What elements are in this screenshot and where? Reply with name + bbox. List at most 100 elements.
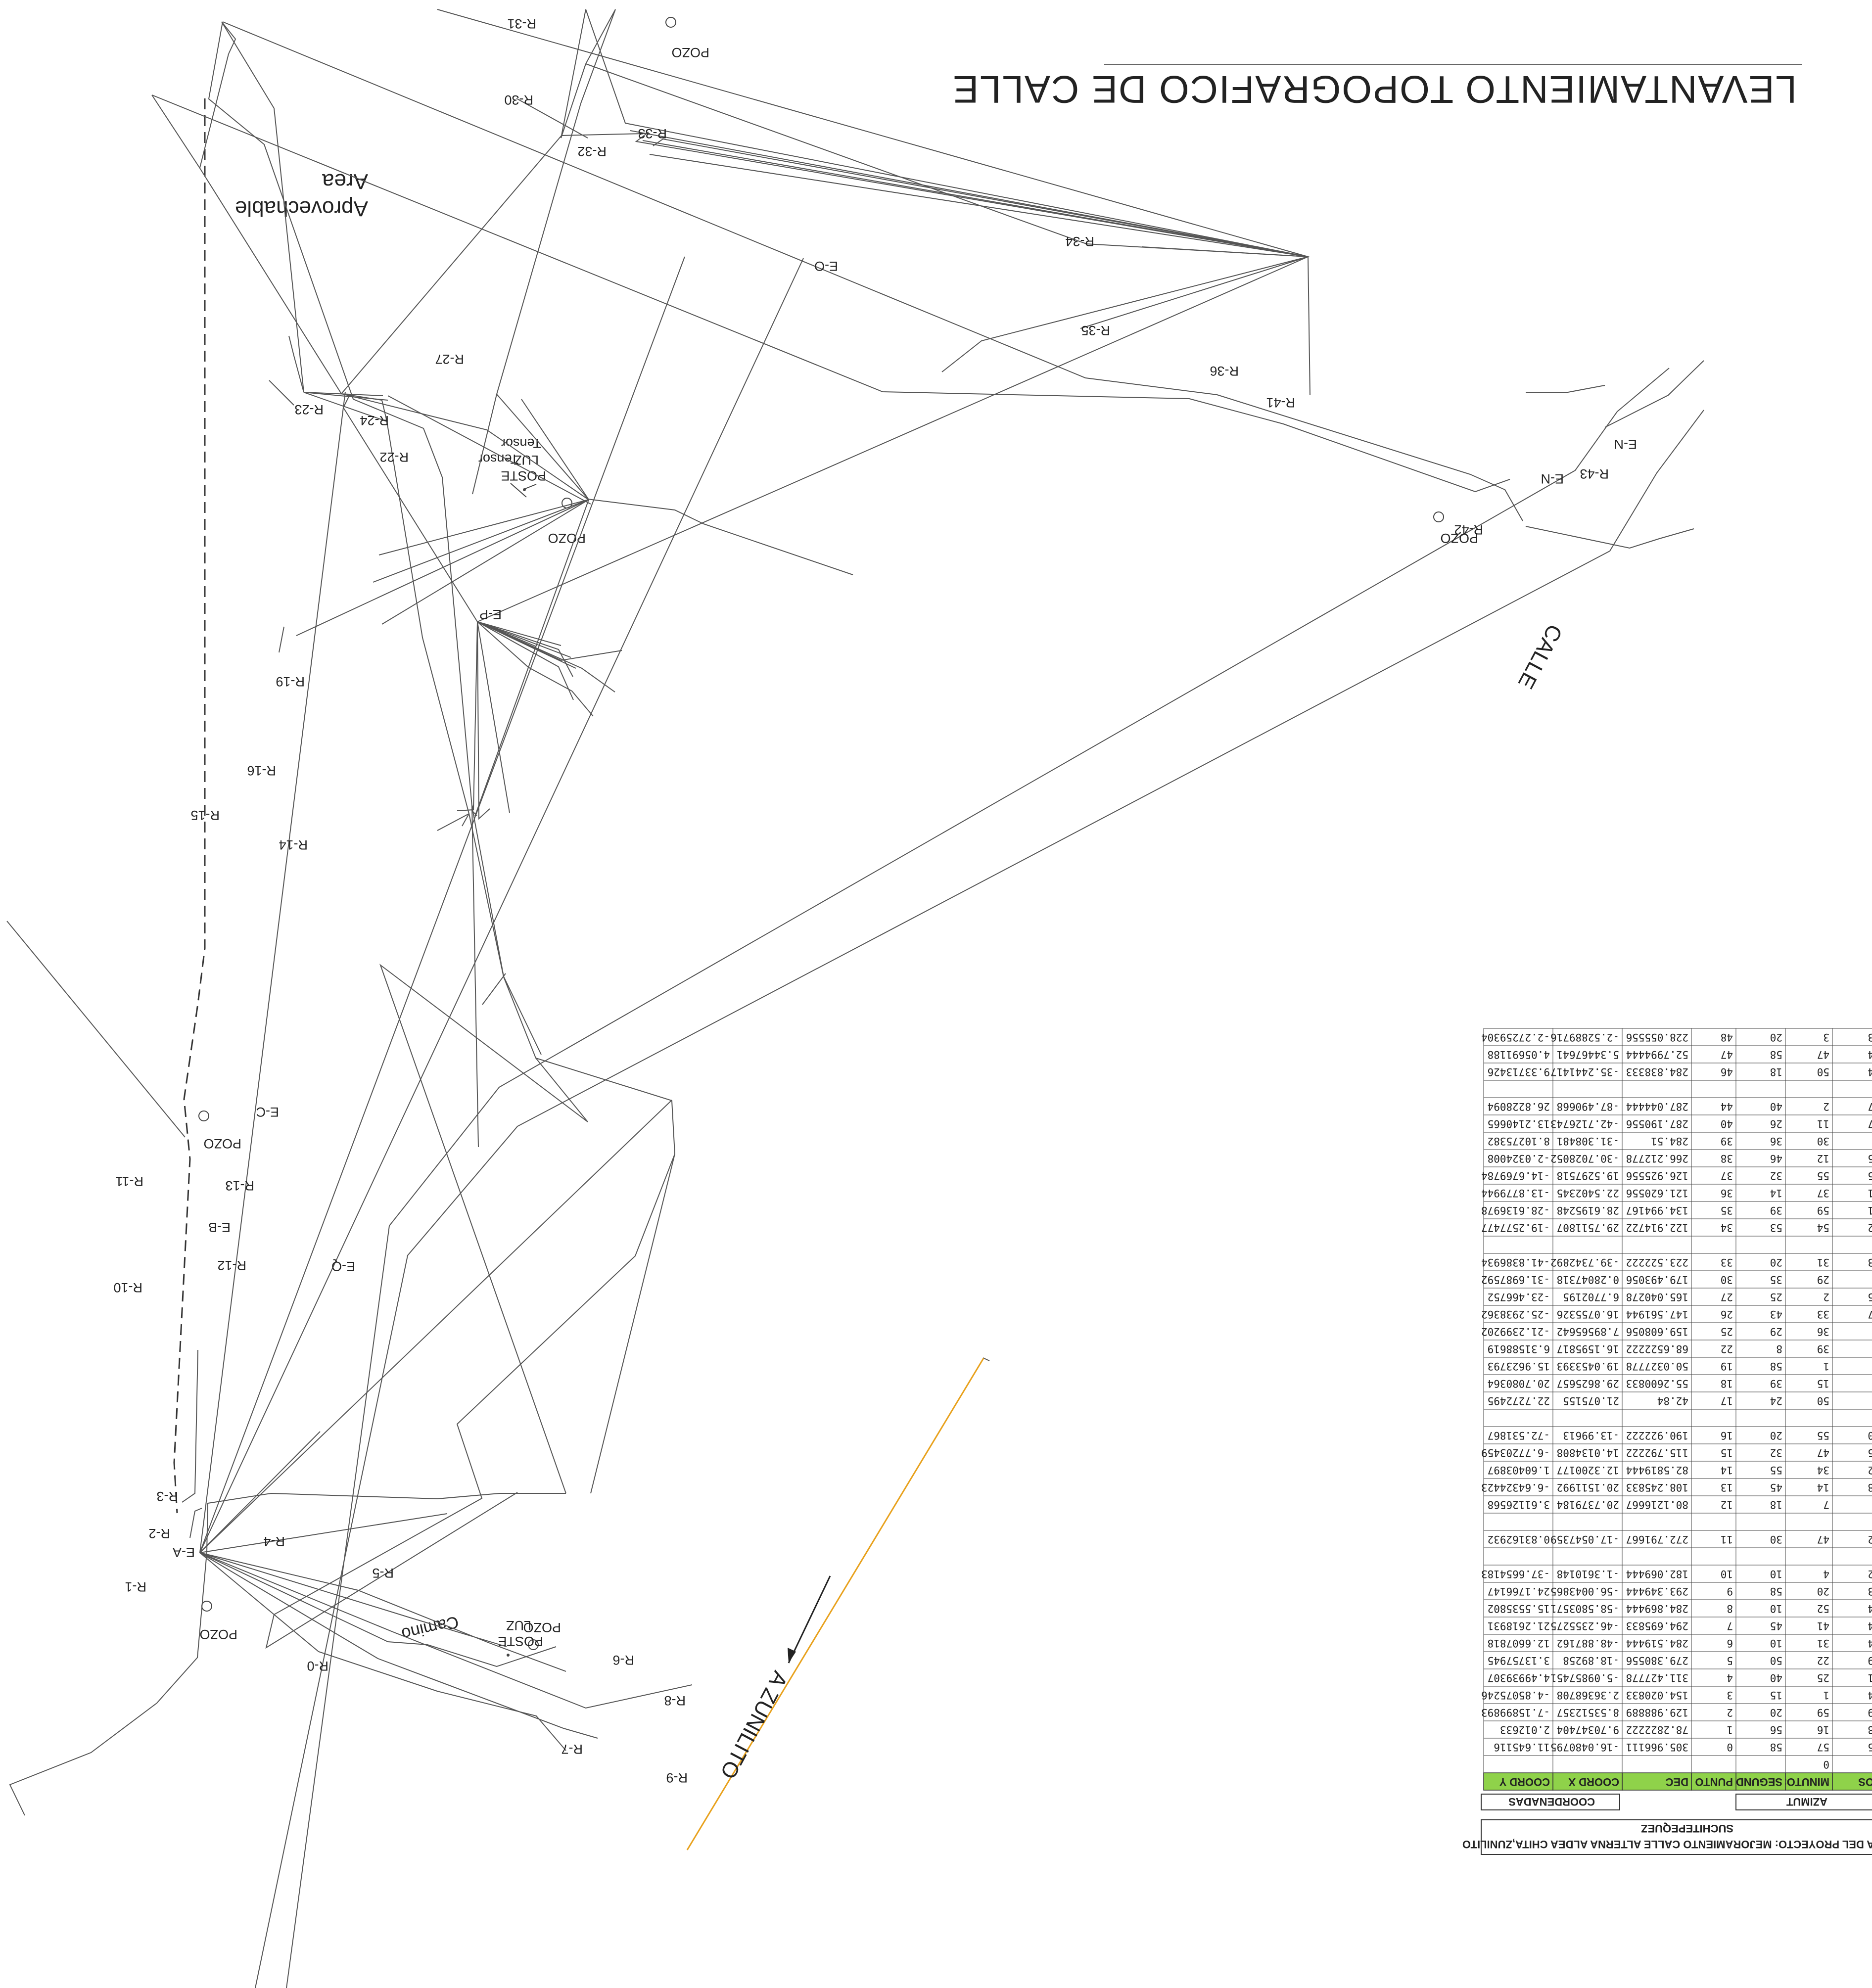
table-cell-value: 29.8625657 (1557, 1378, 1619, 1389)
table-cell-value: 3 (1868, 1585, 1872, 1597)
table-cell-value: -17.0547359 (1550, 1533, 1619, 1545)
well-label: POZO (523, 1620, 561, 1635)
table-cell-value: 9 (1868, 1707, 1872, 1718)
table-cell-value: -48.887162 (1557, 1637, 1619, 1649)
table-cell (1832, 1668, 1872, 1687)
table-cell-value: 7 (1727, 1620, 1733, 1632)
table-cell-value: -13.8779944 (1481, 1187, 1550, 1199)
table-cell-value: 2.012633 (1500, 1724, 1550, 1736)
table-cell-value: 1 (1727, 1724, 1733, 1736)
table-cell-value: 55 (1817, 1170, 1829, 1182)
table-cell-value: 50 (1817, 1066, 1829, 1078)
table-cell-value: 8 (1868, 1724, 1872, 1736)
table-cell-value: 25 (1721, 1326, 1733, 1338)
station-label-E-C: E-C (256, 1105, 280, 1119)
point-label: R-5 (372, 1566, 394, 1580)
table-cell-value: -2.0324008 (1488, 1153, 1550, 1164)
table-cell-value: 47 (1817, 1447, 1829, 1459)
table-cell (1552, 1547, 1623, 1566)
table-cell-value: 59 (1817, 1707, 1829, 1718)
table-cell (1832, 1149, 1872, 1167)
table-cell-value: 1 (1868, 1204, 1872, 1216)
table-cell-value: 11.645116 (1494, 1741, 1550, 1753)
table-cell (1832, 1270, 1872, 1289)
table-cell (1832, 1166, 1872, 1185)
area-label-line1: Area (322, 169, 368, 193)
table-cell-value: 13.2140665 (1488, 1118, 1550, 1130)
pole-label-line2: LUZ (506, 1618, 531, 1633)
well-circle (198, 1110, 209, 1121)
table-cell-value: 32 (1770, 1170, 1782, 1182)
title-block: LEVANTAMIENTO TOPOGRAFICO DE CALLE (952, 64, 1802, 111)
table-cell-value: 40 (1770, 1101, 1782, 1112)
table-cell-value: 68.6522222 (1626, 1343, 1688, 1355)
table-cell-value: 19.0453393 (1557, 1360, 1619, 1372)
table-cell-value: 43 (1770, 1308, 1782, 1320)
table-cell-value: 28.6195248 (1557, 1204, 1619, 1216)
table-cell-value: 10 (1721, 1568, 1733, 1580)
street-label: CALLE (1513, 620, 1567, 693)
point-label: R-16 (247, 763, 276, 778)
table-cell-value: 39 (1817, 1343, 1829, 1355)
table-cell (1832, 1184, 1872, 1202)
station-label-E-O: E-O (814, 259, 838, 274)
table-cell (1832, 1582, 1872, 1600)
table-cell (1785, 1080, 1833, 1098)
table-cell-value: 6 (1727, 1637, 1733, 1649)
table-cell-value: 30 (1770, 1533, 1782, 1545)
table-cell-value: 39 (1770, 1204, 1782, 1216)
table-cell-value: 19 (1721, 1360, 1733, 1372)
table-cell-value: 35 (1770, 1274, 1782, 1286)
table-cell-value: -37.6654183 (1481, 1568, 1550, 1580)
table-cell-value: -7.15899893 (1481, 1707, 1550, 1718)
table-cell-value: 311.427778 (1626, 1672, 1688, 1684)
table-cell-value: 16.0755326 (1557, 1308, 1619, 1320)
table-cell (1691, 1513, 1736, 1531)
table-cell-value: 40 (1770, 1672, 1782, 1684)
table-cell-value: 284.869444 (1626, 1603, 1688, 1615)
tensor-line (523, 484, 537, 490)
table-cell (1483, 1236, 1553, 1254)
table-cell (1832, 1495, 1872, 1514)
well-label: POZO (548, 531, 586, 546)
table-cell-value: 55 (1770, 1464, 1782, 1476)
point-label: R-1 (125, 1579, 146, 1594)
point-label: R-10 (113, 1280, 142, 1295)
table-cell-value: 11 (1721, 1533, 1733, 1545)
table-cell-value: 223.522222 (1626, 1256, 1688, 1268)
table-cell-value: 108.245833 (1626, 1481, 1688, 1493)
table-cell-value: 1.60403897 (1488, 1464, 1550, 1476)
pole-dot (507, 1654, 510, 1657)
table-cell (1691, 1409, 1736, 1427)
table-header-cell (1552, 1772, 1623, 1791)
table-cell (1483, 1080, 1553, 1098)
table-cell-value: 7 (1868, 1118, 1872, 1130)
table-cell-value: 7 (1868, 1308, 1872, 1320)
table-cell-value: 4 (1868, 1637, 1872, 1649)
table-cell-value: -16.0480795 (1550, 1741, 1619, 1753)
table-cell-value: 0 (1727, 1741, 1733, 1753)
table-cell-value: 15 (1770, 1689, 1782, 1701)
table-cell-value: 37 (1721, 1170, 1733, 1182)
table-cell-value: -31.6987592 (1481, 1274, 1550, 1286)
table-cell-value: 59 (1817, 1204, 1829, 1216)
table-cell-value: -6.64324423 (1481, 1481, 1550, 1493)
table-cell (1832, 1045, 1872, 1063)
table-cell-value: 39 (1721, 1135, 1733, 1147)
direction-arrow-shaft (788, 1575, 831, 1664)
table-cell-value: 284.519444 (1626, 1637, 1688, 1649)
table-header-label: OS (1858, 1776, 1872, 1788)
table-cell-value: 5 (1868, 1153, 1872, 1164)
point-label: R-23 (294, 402, 324, 417)
table-cell-value: 190.922222 (1626, 1430, 1688, 1441)
table-cell-value: 34 (1721, 1222, 1733, 1234)
table-cell-value: 24.1766147 (1488, 1585, 1550, 1597)
table-cell (1832, 1322, 1872, 1341)
point-label: R-36 (1210, 364, 1239, 378)
table-header-label: PUNTO (1695, 1776, 1733, 1788)
table-cell (1832, 1028, 1872, 1046)
table-cell (1832, 1703, 1872, 1721)
station-label-E-P: E-P (479, 607, 502, 622)
table-header-cell (1832, 1772, 1872, 1791)
table-cell-value: 20.1511992 (1557, 1481, 1619, 1493)
